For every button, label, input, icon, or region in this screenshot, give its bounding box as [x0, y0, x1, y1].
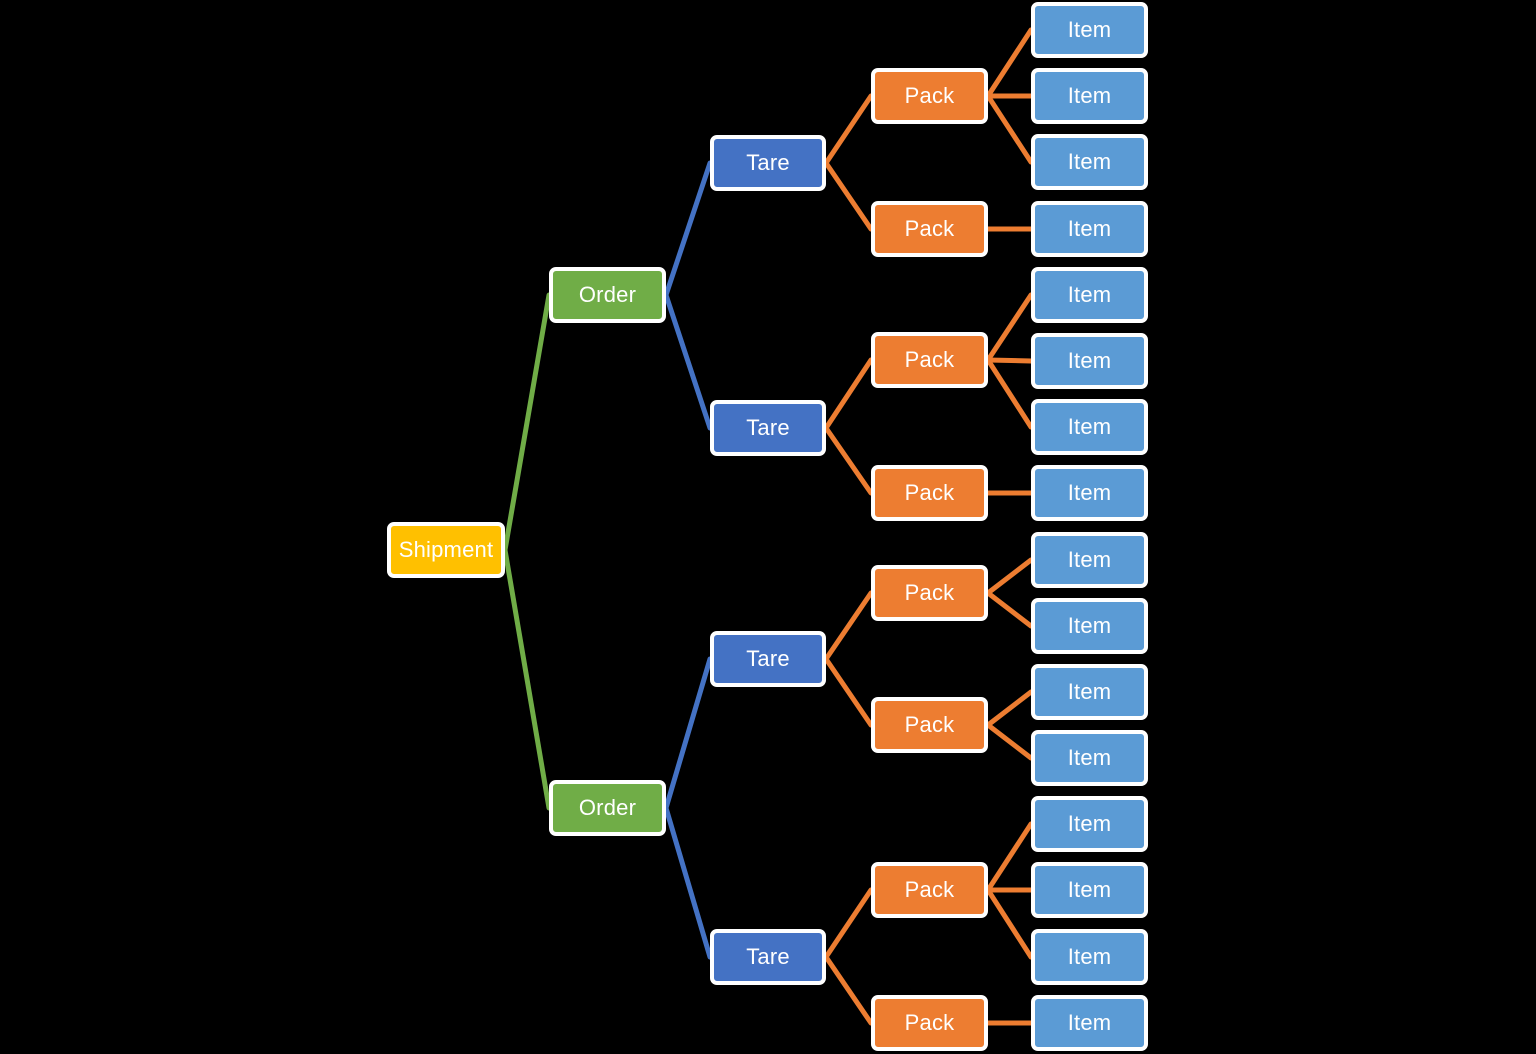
node-label: Item [1067, 877, 1112, 902]
node-item-9[interactable]: Item [1031, 532, 1148, 588]
node-item-1[interactable]: Item [1031, 2, 1148, 58]
edge-order-2-to-tare-3 [663, 656, 713, 811]
node-pack-2[interactable]: Pack [871, 201, 988, 257]
edge-pack-6-to-item-11 [985, 689, 1034, 728]
node-item-16[interactable]: Item [1031, 995, 1148, 1051]
node-label: Item [1067, 811, 1112, 836]
node-label: Pack [904, 216, 955, 241]
edge-pack-3-to-item-7 [985, 357, 1034, 430]
node-label: Order [578, 282, 637, 307]
node-label: Order [578, 795, 637, 820]
node-label: Item [1067, 613, 1112, 638]
edge-pack-5-to-item-9 [985, 557, 1034, 596]
edge-tare-1-to-pack-2 [823, 160, 874, 232]
edge-tare-1-to-pack-1 [823, 93, 874, 166]
node-order-1[interactable]: Order [549, 267, 666, 323]
node-label: Item [1067, 282, 1112, 307]
node-item-2[interactable]: Item [1031, 68, 1148, 124]
node-item-5[interactable]: Item [1031, 267, 1148, 323]
node-pack-7[interactable]: Pack [871, 862, 988, 918]
node-tare-2[interactable]: Tare [710, 400, 826, 456]
node-pack-8[interactable]: Pack [871, 995, 988, 1051]
edge-pack-1-to-item-3 [985, 93, 1034, 165]
node-pack-3[interactable]: Pack [871, 332, 988, 388]
edge-shipment-to-order-2 [502, 547, 552, 811]
edge-tare-2-to-pack-3 [823, 357, 874, 431]
node-label: Item [1067, 83, 1112, 108]
edge-pack-1-to-item-1 [985, 27, 1034, 99]
edge-pack-3-to-item-6 [985, 357, 1034, 364]
node-item-10[interactable]: Item [1031, 598, 1148, 654]
node-item-3[interactable]: Item [1031, 134, 1148, 190]
node-item-12[interactable]: Item [1031, 730, 1148, 786]
node-label: Tare [746, 944, 790, 969]
node-pack-6[interactable]: Pack [871, 697, 988, 753]
node-label: Item [1067, 547, 1112, 572]
node-order-2[interactable]: Order [549, 780, 666, 836]
node-label: Item [1067, 216, 1112, 241]
node-label: Tare [746, 415, 790, 440]
node-label: Pack [904, 580, 955, 605]
node-label: Item [1067, 944, 1112, 969]
edge-tare-2-to-pack-4 [823, 425, 874, 496]
node-label: Pack [904, 1010, 955, 1035]
edge-order-1-to-tare-1 [663, 160, 713, 298]
edge-shipment-to-order-1 [502, 292, 552, 553]
node-pack-4[interactable]: Pack [871, 465, 988, 521]
node-label: Item [1067, 745, 1112, 770]
node-label: Pack [904, 83, 955, 108]
node-label: Item [1067, 414, 1112, 439]
node-label: Item [1067, 679, 1112, 704]
edge-pack-3-to-item-5 [985, 292, 1034, 363]
node-label: Item [1067, 149, 1112, 174]
node-tare-4[interactable]: Tare [710, 929, 826, 985]
node-item-4[interactable]: Item [1031, 201, 1148, 257]
edge-order-1-to-tare-2 [663, 292, 713, 431]
edge-order-2-to-tare-4 [663, 805, 713, 960]
node-shipment[interactable]: Shipment [387, 522, 505, 578]
edge-pack-6-to-item-12 [985, 722, 1034, 761]
edge-tare-4-to-pack-8 [823, 954, 874, 1026]
node-label: Item [1067, 480, 1112, 505]
edge-tare-3-to-pack-5 [823, 590, 874, 662]
node-label: Item [1067, 17, 1112, 42]
edge-pack-7-to-item-13 [985, 821, 1034, 893]
edge-tare-4-to-pack-7 [823, 887, 874, 960]
node-label: Item [1067, 1010, 1112, 1035]
edge-pack-5-to-item-10 [985, 590, 1034, 629]
node-item-15[interactable]: Item [1031, 929, 1148, 985]
node-label: Pack [904, 480, 955, 505]
edge-tare-3-to-pack-6 [823, 656, 874, 728]
node-label: Pack [904, 712, 955, 737]
node-item-11[interactable]: Item [1031, 664, 1148, 720]
node-item-7[interactable]: Item [1031, 399, 1148, 455]
node-tare-1[interactable]: Tare [710, 135, 826, 191]
node-pack-5[interactable]: Pack [871, 565, 988, 621]
node-item-6[interactable]: Item [1031, 333, 1148, 389]
node-label: Tare [746, 150, 790, 175]
node-label: Pack [904, 347, 955, 372]
node-label: Shipment [398, 537, 494, 562]
node-label: Tare [746, 646, 790, 671]
node-item-8[interactable]: Item [1031, 465, 1148, 521]
node-pack-1[interactable]: Pack [871, 68, 988, 124]
node-label: Pack [904, 877, 955, 902]
node-item-13[interactable]: Item [1031, 796, 1148, 852]
node-item-14[interactable]: Item [1031, 862, 1148, 918]
edge-pack-7-to-item-15 [985, 887, 1034, 960]
node-label: Item [1067, 348, 1112, 373]
node-tare-3[interactable]: Tare [710, 631, 826, 687]
